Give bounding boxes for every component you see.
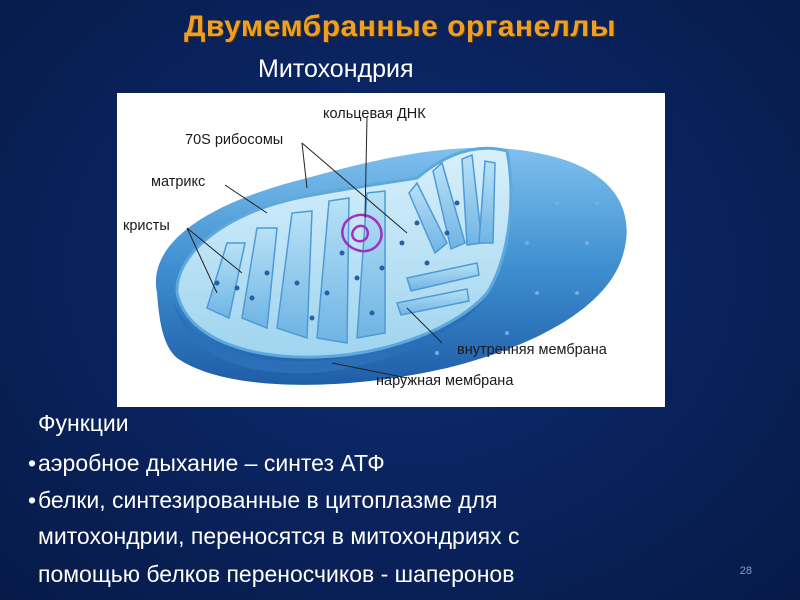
slide-title: Двумембранные органеллы (184, 10, 616, 43)
ring-dna-shape (341, 213, 383, 253)
function-item-text: аэробное дыхание – синтез АТФ (38, 450, 385, 476)
function-item-continuation: митохондрии, переносятся в митохондриях … (38, 523, 520, 549)
label-outer-membrane: наружная мембрана (376, 373, 514, 389)
ribosome-dots (214, 200, 460, 321)
mitochondrion-illustration (155, 116, 627, 385)
mitochondrion-figure: кольцевая ДНК 70S рибосомы матрикс крист… (117, 93, 665, 407)
function-item: •аэробное дыхание – синтез АТФ (28, 447, 385, 479)
slide-subtitle: Митохондрия (258, 55, 414, 83)
bullet-dot: • (28, 487, 37, 513)
function-item-text: белки, синтезированные в цитоплазме для (38, 487, 498, 513)
function-item-continuation: помощью белков переносчиков - шаперонов (38, 561, 515, 587)
label-inner-membrane: внутренняя мембрана (457, 342, 607, 358)
slide-number: 28 (739, 565, 752, 577)
function-item: •белки, синтезированные в цитоплазме для (28, 484, 497, 516)
cristae-folds (206, 153, 496, 344)
label-cristae: кристы (123, 218, 170, 234)
functions-heading: Функции (38, 410, 129, 436)
label-matrix: матрикс (151, 174, 206, 190)
leader-lines (186, 116, 443, 379)
membrane-spots (435, 201, 599, 355)
bullet-dot: • (28, 450, 37, 476)
label-ring-dna: кольцевая ДНК (323, 106, 426, 122)
label-ribosomes: 70S рибосомы (185, 132, 284, 148)
